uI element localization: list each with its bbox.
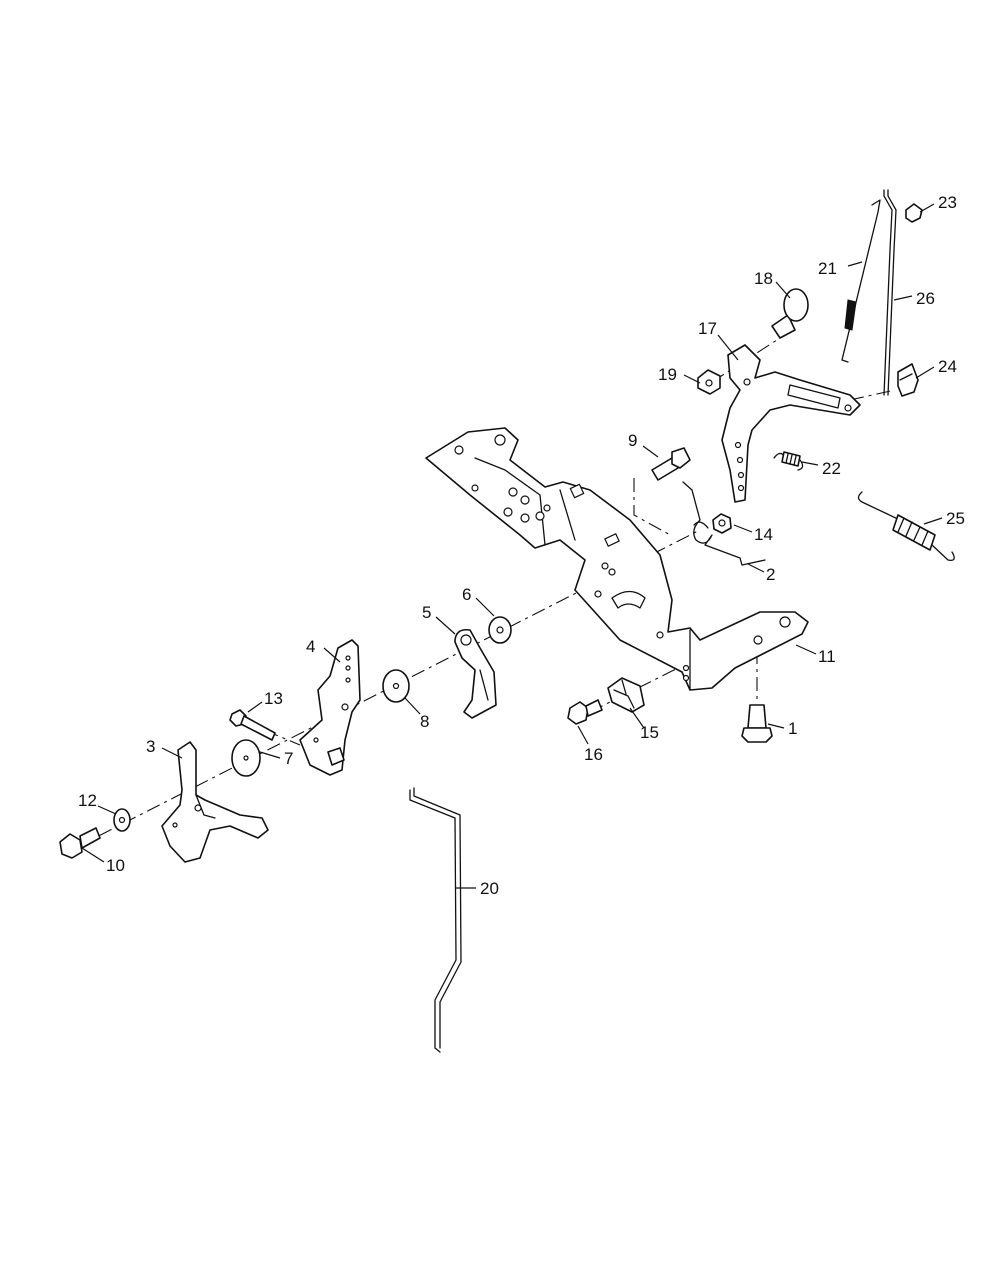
- callout-17: 17: [698, 319, 717, 338]
- callout-5: 5: [422, 603, 431, 622]
- bolt-13: [229, 709, 276, 741]
- hex-nut-19: [697, 369, 721, 395]
- washer-8: [382, 669, 410, 703]
- assembly-axis-lines: [74, 337, 896, 849]
- callout-2: 2: [766, 565, 775, 584]
- main-mounting-plate: [425, 427, 809, 691]
- cable-clamp-15: [607, 677, 645, 713]
- callout-21: 21: [818, 259, 837, 278]
- hex-nut-14: [712, 513, 732, 534]
- callout-11: 11: [818, 647, 836, 666]
- extension-spring-25: [857, 491, 955, 561]
- callout-1: 1: [788, 719, 797, 738]
- callout-3: 3: [146, 737, 155, 756]
- fastener-23: [905, 203, 923, 223]
- callout-9: 9: [628, 431, 637, 450]
- pedal-arm-17: [721, 344, 861, 503]
- small-spring-22: [773, 451, 804, 471]
- callout-8: 8: [420, 712, 429, 731]
- callout-16: 16: [584, 745, 603, 764]
- washer-6: [488, 616, 512, 644]
- washer-7: [231, 739, 261, 777]
- callout-25: 25: [946, 509, 965, 528]
- callout-23: 23: [938, 193, 957, 212]
- knob-cap-18: [771, 288, 809, 339]
- callout-24: 24: [938, 357, 957, 376]
- torsion-spring: [682, 481, 766, 566]
- clip-24: [897, 363, 919, 397]
- callout-4: 4: [306, 637, 315, 656]
- control-lever-4: [299, 639, 361, 776]
- callout-20: 20: [480, 879, 499, 898]
- callout-26: 26: [916, 289, 935, 308]
- callout-labels: 1 2 3 4 5 6 7 8 9 10 11 12 13 14 15 16 1…: [78, 193, 965, 898]
- callout-13: 13: [264, 689, 283, 708]
- rod-26: [883, 189, 897, 396]
- callout-18: 18: [754, 269, 773, 288]
- callout-19: 19: [658, 365, 677, 384]
- control-rod-20: [409, 787, 462, 1053]
- flange-bolt-1: [741, 704, 773, 743]
- callout-22: 22: [822, 459, 841, 478]
- bracket-3: [161, 741, 269, 863]
- hex-bolt-9: [651, 447, 691, 481]
- rod-21: [841, 199, 881, 363]
- screw-16: [567, 699, 603, 725]
- callout-14: 14: [754, 525, 773, 544]
- pivot-bracket-5: [454, 628, 497, 719]
- callout-10: 10: [106, 856, 125, 875]
- callout-6: 6: [462, 585, 471, 604]
- callout-12: 12: [78, 791, 97, 810]
- leader-lines: [81, 203, 943, 889]
- callout-15: 15: [640, 723, 659, 742]
- washer-12: [113, 808, 131, 832]
- callout-7: 7: [284, 749, 293, 768]
- flange-bolt-10: [59, 827, 101, 859]
